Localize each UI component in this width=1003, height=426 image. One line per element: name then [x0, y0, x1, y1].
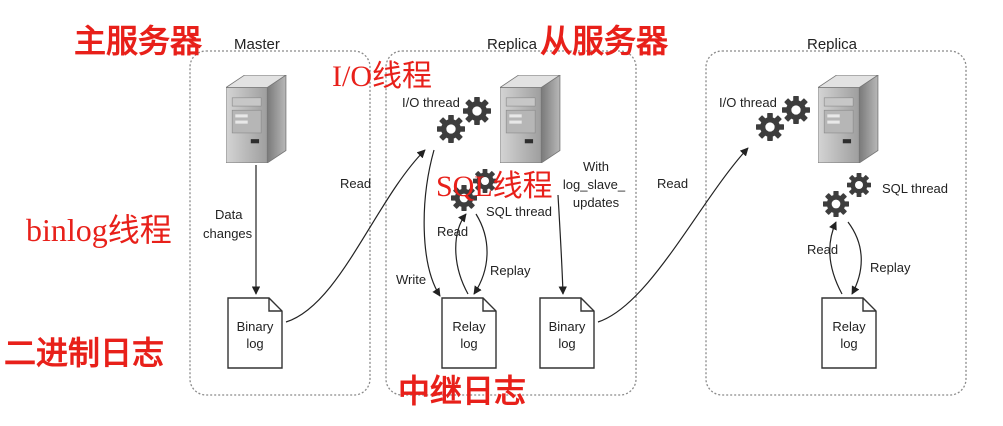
annotation-binary-log: 二进制日志 — [4, 334, 164, 372]
replay-arrow-2 — [847, 221, 862, 295]
with-label-1: With — [583, 159, 609, 174]
read-relay-arrow-1 — [455, 213, 469, 295]
annotation-relay-log: 中继日志 — [398, 372, 526, 410]
read-relay-arrow-2 — [829, 221, 843, 295]
with-label-3: updates — [573, 195, 620, 210]
io-gear-icon-1b — [463, 97, 491, 125]
read-master-arrow — [285, 149, 426, 323]
annotation-sql-thread: SQL线程 — [436, 170, 553, 203]
sql-thread-label-2: SQL thread — [882, 181, 948, 196]
io-gear-icon-1a — [437, 115, 465, 143]
io-thread-label-2: I/O thread — [719, 95, 777, 110]
replay-label-1: Replay — [490, 263, 531, 278]
replica-title-1: Replica — [487, 36, 538, 53]
log-slave-updates-arrow — [557, 194, 567, 295]
io-thread-label-1: I/O thread — [402, 95, 460, 110]
read-relay-label-1: Read — [437, 224, 468, 239]
relay-log-replica-2: Relay log — [821, 297, 877, 369]
binary-log-master-line2: log — [246, 336, 263, 351]
binary-log-master-line1: Binary — [237, 319, 274, 334]
data-changes-label-2: changes — [203, 226, 253, 241]
binary-log-replica-1: Binary log — [539, 297, 595, 369]
binary-log-replica-line2: log — [558, 336, 575, 351]
binary-log-replica-line1: Binary — [549, 319, 586, 334]
binary-log-master: Binary log — [227, 297, 283, 369]
sql-gear-icon-2a — [823, 191, 849, 217]
relay-log-1-line2: log — [460, 336, 477, 351]
master-title: Master — [234, 36, 280, 53]
io-gear-icon-2a — [756, 113, 784, 141]
annotation-replica-server: 从服务器 — [540, 22, 669, 60]
with-label-2: log_slave_ — [563, 177, 626, 192]
relay-log-1-line1: Relay — [452, 319, 486, 334]
replica-box-1 — [385, 50, 637, 396]
master-server-icon — [226, 75, 287, 163]
read-master-label: Read — [340, 176, 371, 191]
read-replica-label: Read — [657, 176, 688, 191]
replica-box-2 — [705, 50, 967, 396]
relay-log-2-line1: Relay — [832, 319, 866, 334]
data-changes-label-1: Data — [215, 207, 243, 222]
annotation-main-server: 主服务器 — [74, 22, 203, 60]
read-relay-label-2: Read — [807, 242, 838, 257]
io-gear-icon-2b — [782, 96, 810, 124]
write-label: Write — [396, 272, 426, 287]
read-replica-arrow — [597, 147, 749, 323]
replica-server-icon-2 — [818, 75, 879, 163]
relay-log-replica-1: Relay log — [441, 297, 497, 369]
replay-arrow-1 — [473, 213, 488, 295]
sql-thread-label-1: SQL thread — [486, 204, 552, 219]
sql-gear-icon-2b — [847, 173, 871, 197]
write-arrow — [423, 149, 441, 297]
replay-label-2: Replay — [870, 260, 911, 275]
relay-log-2-line2: log — [840, 336, 857, 351]
master-box — [189, 50, 371, 396]
replica-title-2: Replica — [807, 36, 858, 53]
annotation-io-thread: I/O线程 — [332, 60, 432, 93]
replica-server-icon-1 — [500, 75, 561, 163]
annotation-binlog-thread: binlog线程 — [26, 212, 172, 248]
